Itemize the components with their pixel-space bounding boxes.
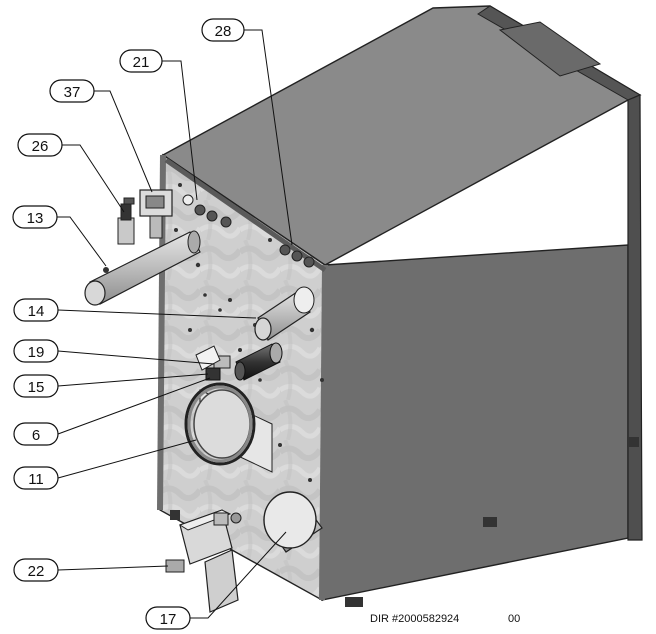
svg-text:21: 21 xyxy=(133,54,150,71)
flue-pipe-opening xyxy=(263,491,317,549)
gas-connector-assembly xyxy=(195,342,283,381)
supply-pipe-assembly xyxy=(84,189,201,306)
cabinet-lid-handle xyxy=(498,21,602,77)
drain-valve-assembly xyxy=(165,509,242,613)
relief-valve-lever xyxy=(123,197,135,205)
leader-line-22 xyxy=(57,565,169,571)
return-pipe-assembly xyxy=(254,286,315,341)
drain-stand xyxy=(204,549,239,613)
svg-text:19: 19 xyxy=(28,344,45,361)
gas-bracket xyxy=(195,345,221,371)
return-pipe-opening xyxy=(293,286,315,314)
relief-valve-body xyxy=(117,217,135,245)
drain-fitting-cap xyxy=(230,512,242,524)
drain-nozzle xyxy=(165,559,185,573)
gauge-stem xyxy=(149,215,163,239)
gas-pipe-end xyxy=(234,361,246,381)
leader-line-19 xyxy=(57,350,215,365)
svg-text:28: 28 xyxy=(215,23,232,40)
flue-outlet-assembly xyxy=(263,491,323,553)
cabinet-foot xyxy=(170,510,180,520)
cabinet-foot xyxy=(627,437,639,447)
drain-fitting xyxy=(213,512,229,526)
leader-line-11 xyxy=(57,439,197,479)
air-intake-ring-outer xyxy=(184,382,256,466)
callout-26: 26 xyxy=(17,133,63,157)
leader-line-6 xyxy=(57,377,211,435)
svg-text:13: 13 xyxy=(27,210,44,227)
air-intake-ring-band xyxy=(187,385,253,463)
document-revision: 00 xyxy=(508,613,520,625)
svg-text:11: 11 xyxy=(28,471,44,488)
svg-text:22: 22 xyxy=(28,563,45,580)
leader-line-17 xyxy=(190,531,287,619)
svg-text:17: 17 xyxy=(160,611,177,628)
gas-pipe-opening xyxy=(269,342,283,364)
cabinet-foot xyxy=(345,597,363,607)
leader-line-15 xyxy=(57,373,209,387)
supply-pipe-flange xyxy=(187,230,201,254)
panel-frame-right xyxy=(319,264,328,601)
callout-6: 6 xyxy=(13,422,59,446)
svg-text:6: 6 xyxy=(32,427,40,444)
callout-15: 15 xyxy=(13,374,59,398)
air-intake-ring-inner xyxy=(193,389,251,459)
callout-14: 14 xyxy=(13,298,59,322)
leader-line-26 xyxy=(62,144,125,213)
callout-21: 21 xyxy=(119,49,163,73)
leader-line-37 xyxy=(94,90,153,193)
gauge-display xyxy=(145,195,165,209)
callout-19: 19 xyxy=(13,339,59,363)
leader-line-28 xyxy=(244,29,293,246)
panel-knockouts xyxy=(182,194,315,268)
callout-11: 11 xyxy=(13,466,59,490)
svg-text:26: 26 xyxy=(32,138,49,155)
svg-text:15: 15 xyxy=(28,379,45,396)
boiler-cabinet xyxy=(157,5,643,607)
document-id: DIR #2000582924 xyxy=(370,613,459,625)
svg-text:37: 37 xyxy=(64,84,81,101)
svg-text:14: 14 xyxy=(28,303,45,320)
leader-line-14 xyxy=(57,309,257,319)
supply-pipe-tap xyxy=(103,267,109,273)
callout-22: 22 xyxy=(13,558,59,582)
relief-valve-cap xyxy=(120,203,132,221)
air-intake-assembly xyxy=(184,382,273,473)
leader-line-21 xyxy=(162,60,198,201)
callout-28: 28 xyxy=(201,18,245,42)
supply-pipe-end xyxy=(84,280,106,306)
leader-lines xyxy=(57,29,293,619)
cabinet-right-edge xyxy=(627,94,643,541)
leader-line-13 xyxy=(57,216,107,267)
callout-17: 17 xyxy=(145,606,191,630)
cabinet-foot xyxy=(483,517,497,527)
callout-13: 13 xyxy=(12,205,58,229)
cabinet-side-panel xyxy=(321,244,629,601)
return-pipe-end xyxy=(254,317,272,341)
panel-fasteners xyxy=(174,183,324,482)
callout-37: 37 xyxy=(49,79,95,103)
